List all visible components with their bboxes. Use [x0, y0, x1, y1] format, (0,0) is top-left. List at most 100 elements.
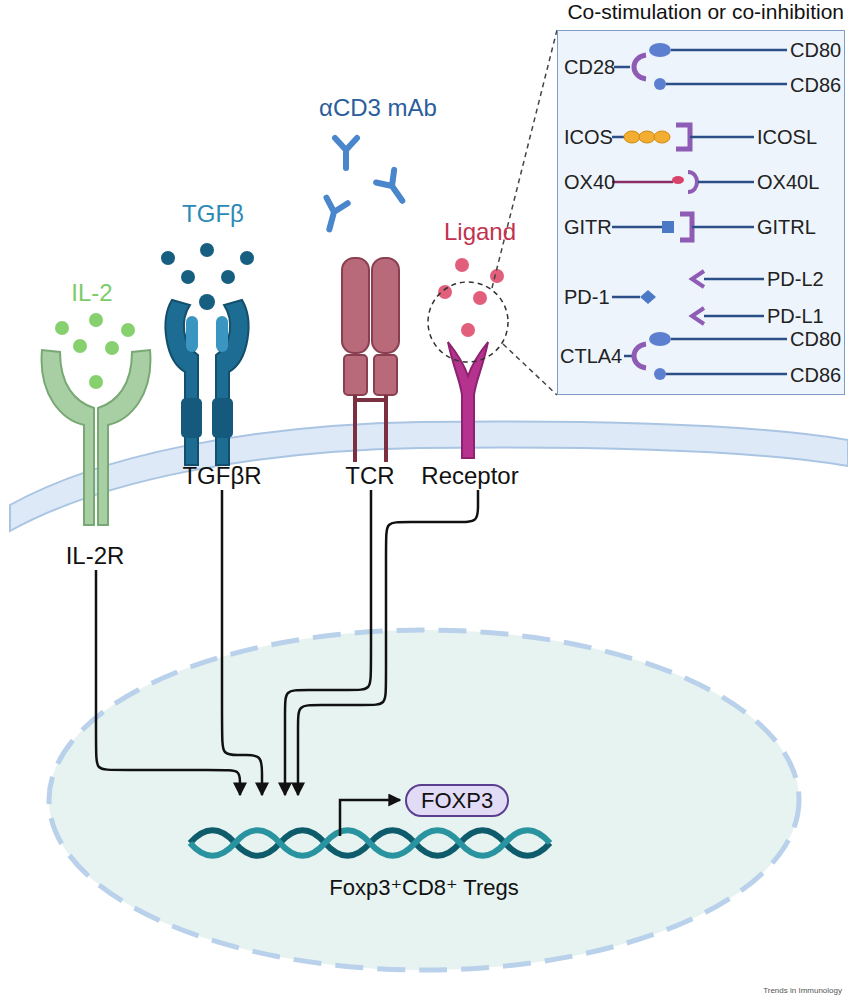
receptor-tip: [640, 290, 656, 304]
antibody: [376, 170, 411, 207]
molecule-label: ICOS: [564, 126, 613, 149]
receptor-tip: [672, 176, 684, 184]
ligand-line: [671, 49, 787, 52]
signal-arrow: [298, 490, 478, 795]
ligand-dot: [181, 270, 195, 284]
ligand-dot: [490, 269, 504, 283]
molecule-label: GITRL: [757, 216, 816, 239]
il2-ligands: [55, 313, 135, 389]
ligand-oval: [649, 43, 671, 57]
tgfbr-lobe: [216, 316, 228, 352]
ligand-line: [698, 181, 754, 184]
ligand-dot: [240, 251, 254, 265]
cell-label: Foxp3⁺CD8⁺ Tregs: [329, 875, 519, 900]
molecule-label: PD-1: [564, 286, 610, 309]
ligand-line: [704, 278, 764, 281]
zoom-leader: [492, 30, 557, 395]
tcr-chain: [372, 258, 399, 353]
gene-node: FOXP3: [185, 795, 565, 870]
tgfbr-kinase: [181, 398, 202, 438]
antibody-label: αCD3 mAb: [319, 94, 437, 122]
receptor-label: Receptor: [400, 462, 540, 490]
ligand-dot: [200, 243, 214, 257]
receptor-line: [612, 226, 662, 229]
receptor-label: TGFβR: [147, 462, 297, 490]
receptor-tip: [662, 221, 674, 233]
nucleus: [49, 630, 799, 970]
antibody: [319, 198, 348, 233]
molecule-label: CD86: [790, 74, 841, 97]
watermark: Trends in Immunology: [763, 986, 842, 995]
tgfbr-lobe: [186, 316, 198, 352]
receptor-line: [614, 66, 630, 69]
molecule-label: CD86: [790, 364, 841, 387]
transcription-arrow: [340, 800, 400, 836]
ligand-dot: [455, 258, 469, 272]
il2r-subunit: [98, 350, 150, 525]
receptor-line: [624, 355, 632, 358]
ligand-dot: [73, 339, 87, 353]
receptor-bead: [639, 131, 655, 143]
cell-membrane: [10, 422, 848, 531]
receptor-node: Receptor: [420, 330, 520, 490]
ligand-dot: [473, 291, 487, 305]
ligand-dot: [221, 270, 235, 284]
signal-arrow: [222, 490, 262, 795]
receptor-node: TCR: [330, 250, 410, 490]
molecule-label: PD-L2: [767, 268, 824, 291]
receptor-bracket: [634, 344, 646, 368]
ligand-dot: [438, 285, 452, 299]
inset-panel: [557, 30, 845, 395]
receptor-bracket: [634, 55, 646, 79]
ligand-line: [666, 83, 787, 86]
tcr-chain: [374, 355, 397, 395]
ligand-fork: [692, 271, 704, 287]
tcr-chain: [344, 355, 367, 395]
receptor-node: IL-2R: [35, 320, 155, 570]
ligand-line: [704, 315, 764, 318]
receptor-bead: [654, 131, 670, 143]
ligand-dot: [89, 313, 103, 327]
panel-heading: Co-stimulation or co-inhibition: [567, 0, 844, 24]
molecule-label: CD80: [790, 39, 841, 62]
tcr-chain: [342, 258, 369, 353]
tcr-stalk: [355, 395, 386, 462]
ligand-dot: [461, 323, 475, 337]
dna-strand: [190, 830, 550, 856]
ligand-line: [692, 226, 754, 229]
molecule-label: CTLA4: [560, 345, 622, 368]
ligand-dot: [89, 375, 103, 389]
molecule-label: ICOSL: [757, 126, 817, 149]
antibodies: [319, 138, 412, 232]
ligand-dot: [199, 294, 215, 310]
ligand-dot: [654, 368, 666, 380]
dna-strand: [190, 830, 550, 856]
signal-arrow: [285, 490, 371, 795]
ligand-dot: [55, 321, 69, 335]
molecule-label: CD28: [564, 56, 615, 79]
ligand-line: [690, 136, 754, 139]
receptor-bead: [624, 131, 640, 143]
ligand-fork: [692, 308, 704, 324]
ligand-label: TGFβ: [182, 200, 244, 228]
ligand-dot: [654, 78, 666, 90]
ligand-oval: [649, 332, 671, 346]
ligand-dots: [438, 258, 504, 337]
receptor-line: [612, 181, 673, 184]
ligand-bracket: [680, 214, 692, 240]
ligand-label: Ligand: [444, 218, 516, 246]
molecule-label: OX40L: [757, 171, 819, 194]
ligand-line: [671, 338, 787, 341]
tgfbr-subunit: [216, 300, 248, 465]
ligand-bracket: [676, 125, 690, 149]
receptor-label: TCR: [310, 462, 430, 490]
receptor-line: [612, 296, 640, 299]
ligand-label: IL-2: [71, 279, 112, 307]
signal-arrow: [96, 570, 240, 795]
ligand-dot: [105, 341, 119, 355]
molecule-label: GITR: [564, 216, 612, 239]
molecule-label: OX40: [564, 171, 615, 194]
tgfbr-kinase: [212, 398, 233, 438]
